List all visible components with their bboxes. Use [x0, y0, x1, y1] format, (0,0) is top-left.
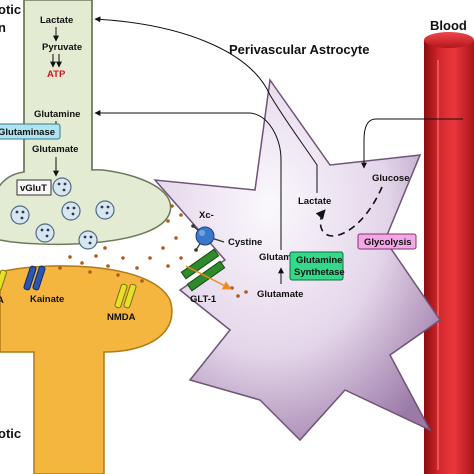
vesicle — [95, 200, 115, 220]
glucose-label: Glucose — [372, 173, 410, 184]
glucose-uptake-arrow — [361, 118, 463, 169]
vesicle — [52, 177, 72, 197]
lactate-neuron-label: Lactate — [40, 15, 73, 26]
postsynaptic-label: otic — [0, 426, 21, 441]
glutamine-astro-label: Glutamine — [259, 252, 305, 263]
vglut-box: vGluT — [16, 179, 52, 196]
vesicle — [78, 230, 98, 250]
glutamine-synthetase-line1: Glutamine — [296, 255, 342, 266]
atp-label: ATP — [47, 69, 66, 80]
glutamine-neuron-label: Glutamine — [34, 109, 80, 120]
astrocyte-title: Perivascular Astrocyte — [229, 42, 369, 57]
glutamine-shuttle-arrow — [94, 110, 282, 250]
glt1-uptake-arrow — [185, 265, 232, 290]
presynaptic-label-2: n — [0, 20, 6, 35]
glycolysis-pathway-arrow — [315, 186, 383, 237]
lactate-astro-label: Lactate — [298, 196, 331, 207]
nmda-label: NMDA — [107, 312, 136, 323]
glutaminase-label: Glutaminase — [0, 127, 55, 138]
xc-label: Xc- — [199, 210, 214, 221]
presynaptic-label-1: otic — [0, 2, 21, 17]
kainate-receptor — [23, 265, 46, 291]
xc-transporter — [191, 224, 225, 252]
glycolysis-box: Glycolysis — [357, 233, 417, 250]
vesicle — [10, 205, 30, 225]
glutamine-synthetase-line2: Synthetase — [294, 267, 345, 278]
glutamate-molecules — [58, 204, 248, 298]
pyruvate-label: Pyruvate — [42, 42, 82, 53]
glycolysis-label: Glycolysis — [364, 237, 412, 248]
ampa-label: A — [0, 295, 4, 306]
lactate-shuttle-arrow — [94, 16, 318, 193]
vesicle — [35, 223, 55, 243]
cystine-label: Cystine — [228, 237, 262, 248]
glutamate-neuron-label: Glutamate — [32, 144, 78, 155]
nmda-receptor — [114, 283, 137, 309]
vesicle — [61, 201, 81, 221]
blood-label: Blood — [430, 18, 467, 33]
synaptic-vesicles — [10, 177, 115, 250]
kainate-label: Kainate — [30, 294, 64, 305]
vglut-label: vGluT — [20, 183, 47, 194]
ampa-receptor — [0, 269, 7, 291]
glutamine-synthetase-box: Glutamine Synthetase — [289, 251, 345, 281]
glutamate-astro-label: Glutamate — [257, 289, 303, 300]
blood-vessel — [424, 32, 474, 474]
postsynaptic-neuron — [0, 265, 173, 474]
glutaminase-box: Glutaminase — [0, 123, 61, 140]
glt1-label: GLT-1 — [190, 294, 217, 305]
